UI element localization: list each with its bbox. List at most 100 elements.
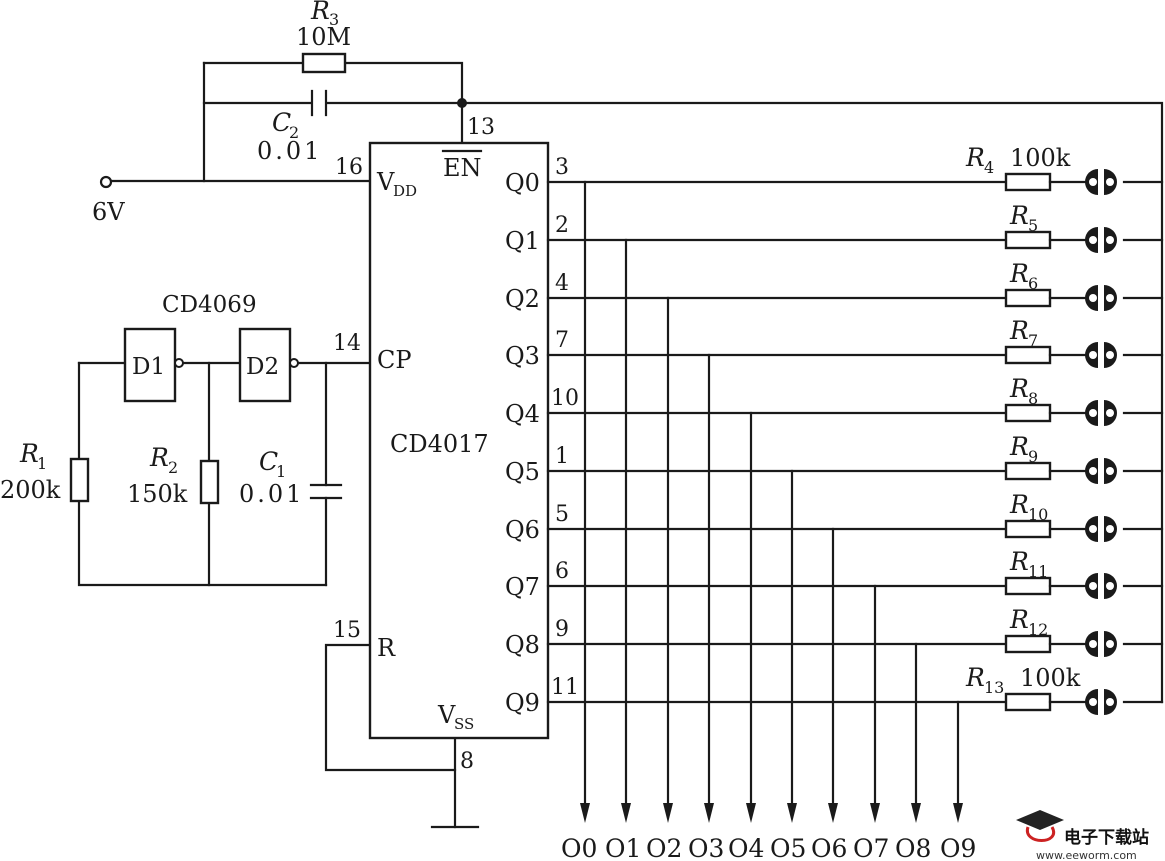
led-2-hole-left (1089, 294, 1097, 302)
tap-arrow-9-icon (953, 803, 963, 823)
load-resistor-13-value: 100k (1020, 664, 1081, 692)
r2-resistor (199, 459, 220, 505)
bottom-output-9: O9 (940, 834, 976, 861)
output-q9-label: Q9 (505, 689, 540, 717)
pin-cp-num: 14 (333, 331, 361, 356)
static-wiring (77, 61, 1164, 829)
inverter-d2 (238, 327, 292, 403)
led-1-hole-left (1089, 236, 1097, 244)
junction-en-feedback (457, 98, 467, 108)
c1-value: 0.01 (239, 480, 304, 508)
led-5-hole-left (1089, 467, 1097, 475)
load-resistor-4-symbol: R (965, 143, 985, 172)
load-resistor-7-symbol: R (1009, 316, 1029, 345)
led-3-hole-right (1106, 351, 1114, 359)
graduation-cap-icon (1016, 810, 1064, 830)
load-resistor-6-symbol: R (1009, 259, 1029, 288)
led-4-hole-right (1106, 409, 1114, 417)
bottom-output-6: O6 (811, 834, 847, 861)
load-resistor-5-symbol: R (1009, 201, 1029, 230)
output-q2-label: Q2 (505, 285, 540, 313)
led-0-hole-right (1106, 178, 1114, 186)
led-8-hole-left (1089, 640, 1097, 648)
led-7-hole-left (1089, 582, 1097, 590)
output-q7-pin: 6 (555, 559, 569, 584)
output-q0-pin: 3 (555, 155, 569, 180)
tap-arrow-5-icon (787, 803, 797, 823)
r2-sub: 2 (168, 458, 178, 477)
r1-sub: 1 (37, 454, 47, 473)
cd4017-ic (368, 141, 550, 740)
c1-symbol: C (259, 447, 278, 476)
pin-vss-sub: SS (454, 715, 474, 733)
watermark: 电子下载站 www.eeworm.com (1016, 810, 1149, 861)
output-q0-label: Q0 (505, 169, 540, 197)
output-q1-label: Q1 (505, 227, 540, 255)
tap-arrow-1-icon (621, 803, 631, 823)
load-resistor-11-sub: 11 (1028, 562, 1048, 581)
output-q3-pin: 7 (555, 328, 569, 353)
output-q8-label: Q8 (505, 631, 540, 659)
c2-symbol: C (272, 108, 291, 137)
bottom-output-8: O8 (895, 834, 931, 861)
load-resistor-8-sub: 8 (1028, 389, 1038, 408)
tap-arrow-3-icon (704, 803, 714, 823)
led-9-hole-left (1089, 698, 1097, 706)
load-resistor-9-sub: 9 (1028, 447, 1038, 466)
inverter-d1-bubble (174, 358, 184, 368)
tap-arrow-8-icon (911, 803, 921, 823)
pin-en-label: EN (443, 154, 482, 182)
tap-arrow-7-icon (870, 803, 880, 823)
r1-symbol: R (19, 439, 39, 468)
output-q4-pin: 10 (551, 386, 579, 411)
pin-vdd-sub: DD (393, 182, 417, 200)
pin-vss-num: 8 (460, 749, 474, 774)
bottom-output-3: O3 (688, 834, 724, 861)
load-resistor-12-sub: 12 (1028, 620, 1048, 639)
tap-arrow-2-icon (663, 803, 673, 823)
r3-resistor (301, 52, 347, 74)
c2-sub: 2 (289, 123, 299, 142)
output-q1-pin: 2 (555, 213, 569, 238)
led-4-hole-left (1089, 409, 1097, 417)
load-resistor-9-symbol: R (1009, 432, 1029, 461)
load-resistor-10-sub: 10 (1028, 505, 1048, 524)
load-resistor-4-value: 100k (1010, 144, 1071, 172)
load-resistor-12-symbol: R (1009, 605, 1029, 634)
led-6-hole-right (1106, 525, 1114, 533)
pin-vdd-num: 16 (335, 155, 363, 180)
tap-arrow-4-icon (746, 803, 756, 823)
pin-r-label: R (377, 634, 396, 662)
bottom-output-0: O0 (561, 834, 597, 861)
bottom-output-7: O7 (853, 834, 889, 861)
output-q3-label: Q3 (505, 342, 540, 370)
inverter-d1 (123, 327, 177, 403)
gate-d1-label: D1 (132, 354, 165, 380)
pin-en-num: 13 (467, 115, 495, 140)
load-resistor-7-sub: 7 (1028, 331, 1038, 350)
watermark-name: 电子下载站 (1064, 827, 1149, 848)
load-resistor-4-sub: 4 (984, 158, 994, 177)
load-resistor-11-symbol: R (1009, 547, 1029, 576)
output-q6-pin: 5 (555, 502, 569, 527)
load-resistor-5-sub: 5 (1028, 216, 1038, 235)
load-resistor-13-sub: 13 (984, 678, 1004, 697)
c2-capacitor (310, 89, 328, 117)
pin-cp-label: CP (377, 346, 412, 374)
r3-sub: 3 (329, 10, 339, 29)
r2-symbol: R (149, 443, 169, 472)
inverter-d2-bubble (289, 358, 299, 368)
c1-capacitor (309, 483, 343, 500)
pin-vss-label: V (437, 701, 456, 729)
bottom-output-5: O5 (770, 834, 806, 861)
load-resistor-13 (1004, 692, 1052, 712)
led-2-hole-right (1106, 294, 1114, 302)
pin-vdd-label: V (376, 168, 395, 196)
tap-arrow-6-icon (828, 803, 838, 823)
bottom-output-4: O4 (728, 834, 764, 861)
supply-terminal (99, 175, 113, 189)
bug-logo-icon (1026, 826, 1056, 842)
output-q2-pin: 4 (555, 271, 569, 296)
output-q4-label: Q4 (505, 400, 540, 428)
